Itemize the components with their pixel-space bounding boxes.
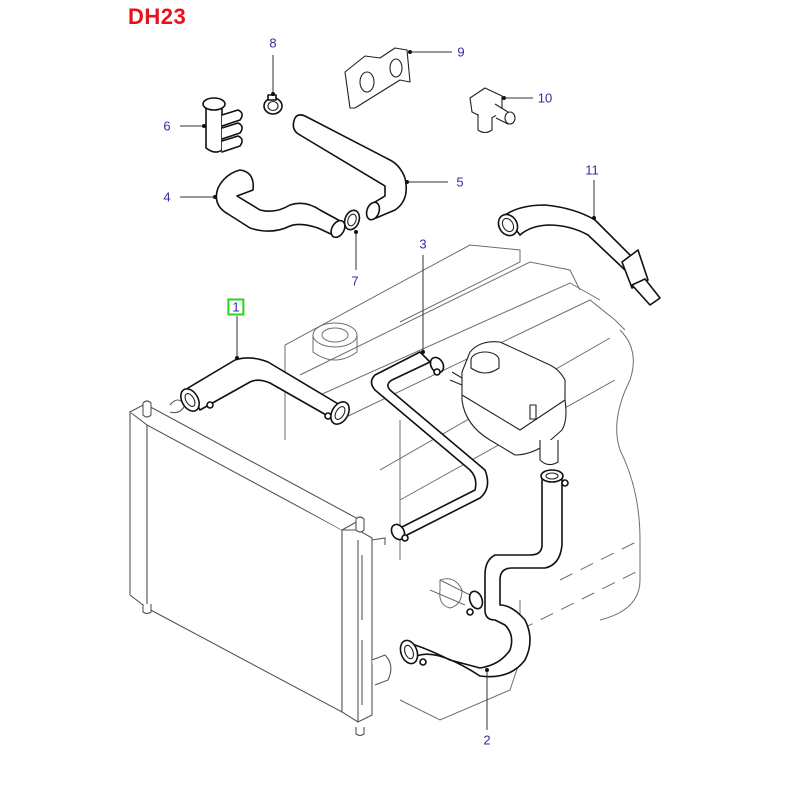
part-6-connector[interactable] (202, 97, 243, 153)
callout-2[interactable]: 2 (483, 732, 491, 748)
radiator (129, 399, 392, 737)
callout-9[interactable]: 9 (457, 44, 465, 60)
callout-5[interactable]: 5 (456, 174, 464, 190)
callout-4[interactable]: 4 (163, 189, 171, 205)
expansion-tank (449, 341, 567, 466)
callout-3[interactable]: 3 (419, 236, 427, 252)
part-2-lower-hose[interactable] (397, 469, 569, 678)
callout-10[interactable]: 10 (537, 90, 553, 106)
callout-11[interactable]: 11 (585, 162, 599, 178)
callout-7[interactable]: 7 (351, 273, 359, 289)
callout-8[interactable]: 8 (269, 35, 277, 51)
part-4-heater-hose[interactable] (215, 169, 347, 240)
part-7-clamp[interactable] (342, 208, 362, 232)
part-11-bypass-pipe[interactable] (495, 204, 661, 306)
part-10-elbow[interactable] (469, 87, 516, 134)
callout-6[interactable]: 6 (163, 118, 171, 134)
leader-lines (180, 50, 596, 730)
engine-block (284, 244, 641, 721)
part-1-upper-hose[interactable] (177, 357, 353, 427)
diagram-title: DH23 (128, 4, 187, 29)
part-9-gasket[interactable] (344, 47, 411, 109)
part-3-tank-hose[interactable] (370, 351, 489, 542)
callout-1[interactable]: 1 (227, 298, 245, 316)
part-8-clamp[interactable] (263, 94, 283, 115)
